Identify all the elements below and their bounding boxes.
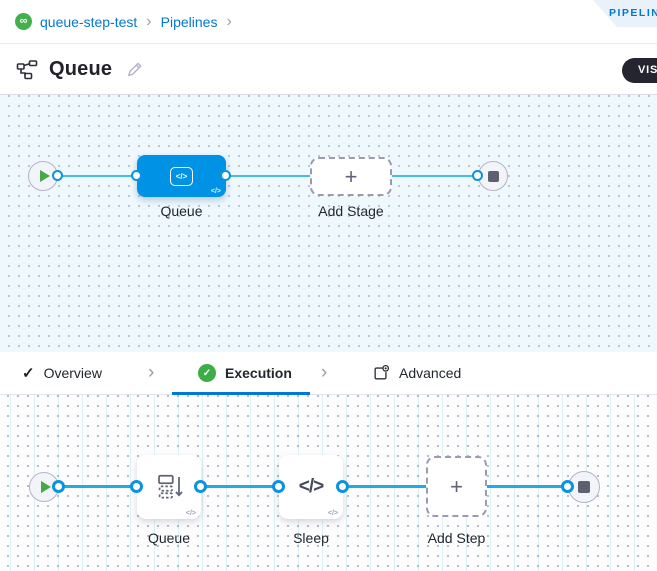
step-label: Sleep — [293, 530, 329, 546]
add-step-label: Add Step — [427, 530, 486, 546]
add-stage-label: Add Stage — [318, 203, 384, 219]
connector-port[interactable] — [272, 480, 285, 493]
breadcrumb-pipelines-link[interactable]: Pipelines — [160, 13, 218, 30]
tab-overview-label: Overview — [43, 365, 102, 381]
breadcrumb-project-link[interactable]: queue-step-test — [40, 13, 138, 30]
code-icon: </> — [327, 510, 338, 517]
stage-canvas[interactable]: </> </> Queue + Add Stage — [0, 95, 657, 352]
tab-advanced[interactable]: Advanced — [372, 352, 461, 394]
code-step-icon: </> — [298, 476, 325, 497]
code-icon: </> — [185, 510, 196, 517]
active-tab-underline — [172, 392, 310, 395]
connector-port[interactable] — [194, 480, 207, 493]
chevron-right-icon: › — [321, 362, 328, 383]
check-circle-icon: ✓ — [198, 364, 216, 382]
add-stage-button[interactable]: + — [310, 157, 392, 196]
visual-yaml-toggle[interactable]: VISUAL — [622, 58, 657, 83]
connector-port[interactable] — [561, 480, 574, 493]
chevron-right-icon: › — [146, 12, 152, 30]
pipeline-start-node — [28, 161, 58, 191]
code-icon: </> — [210, 188, 221, 195]
connector-line — [342, 485, 427, 488]
plus-icon: + — [344, 163, 358, 189]
page-header: Queue VISUAL — [0, 45, 657, 95]
page-title: Queue — [49, 58, 113, 80]
step-label: Queue — [147, 530, 191, 546]
connector-line — [58, 485, 138, 488]
connector-port[interactable] — [52, 170, 63, 181]
connector-line — [486, 485, 570, 488]
custom-stage-icon: </> — [169, 166, 194, 186]
connector-port[interactable] — [130, 480, 143, 493]
connector-line — [200, 485, 280, 488]
play-icon — [39, 170, 50, 182]
tab-execution[interactable]: ✓ Execution — [198, 352, 292, 394]
check-icon: ✓ — [22, 365, 35, 382]
stage-node-queue[interactable]: </> </> — [137, 155, 226, 197]
stop-icon — [578, 481, 590, 493]
connector-line — [224, 175, 312, 177]
connector-port[interactable] — [472, 170, 483, 181]
chevron-right-icon: › — [148, 362, 155, 383]
plus-icon: + — [450, 473, 463, 499]
tab-advanced-label: Advanced — [399, 365, 462, 381]
play-icon — [40, 481, 51, 493]
pencil-icon — [125, 60, 144, 79]
execution-canvas[interactable]: </> Queue </> </> Sleep + Add Step — [0, 395, 657, 571]
stop-icon — [487, 170, 499, 182]
tab-execution-label: Execution — [225, 365, 292, 381]
connector-port[interactable] — [52, 480, 65, 493]
pipeline-icon — [16, 59, 38, 81]
connector-port[interactable] — [220, 170, 231, 181]
connector-port[interactable] — [131, 170, 142, 181]
connector-line — [57, 175, 139, 177]
step-node-queue[interactable]: </> — [137, 455, 201, 519]
add-step-button[interactable]: + — [426, 456, 487, 517]
queue-step-icon — [154, 472, 184, 502]
chevron-right-icon: › — [226, 12, 232, 30]
edit-pipeline-name-button[interactable] — [125, 60, 144, 79]
breadcrumb: ∞ queue-step-test › Pipelines › — [0, 0, 657, 44]
connector-line — [390, 175, 475, 177]
stage-label: Queue — [160, 203, 203, 219]
step-node-sleep[interactable]: </> </> — [279, 455, 343, 519]
advanced-settings-icon — [372, 364, 390, 382]
connector-port[interactable] — [336, 480, 349, 493]
cd-module-icon: ∞ — [15, 13, 32, 30]
tab-overview[interactable]: ✓ Overview — [22, 352, 102, 394]
pipeline-tab-bar: ✓ Overview › ✓ Execution › Advanced — [0, 352, 657, 395]
